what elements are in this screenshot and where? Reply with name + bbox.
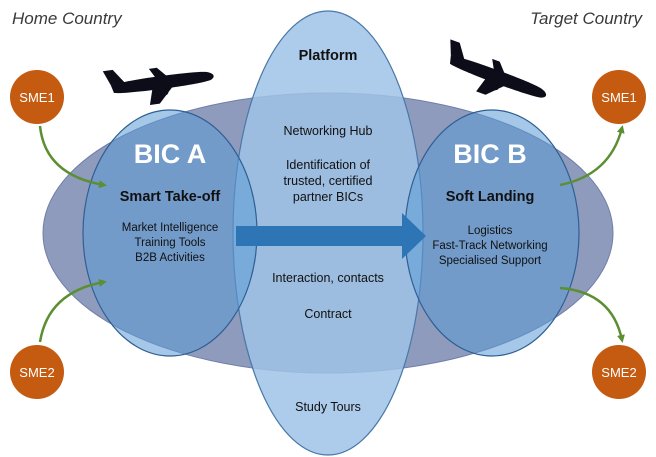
identification-line: Identification of bbox=[285, 158, 371, 172]
study-tours-label: Study Tours bbox=[295, 400, 361, 414]
service-item: Market Intelligence bbox=[121, 222, 219, 234]
bic-a-services: Market Intelligence Training Tools B2B A… bbox=[90, 221, 250, 266]
contract-label: Contract bbox=[304, 307, 352, 321]
service-item: Training Tools bbox=[134, 237, 206, 249]
bic-a-title: BIC A bbox=[133, 139, 207, 169]
bic-b-heading: Soft Landing bbox=[445, 189, 535, 205]
arrow-bic-b-to-sme2 bbox=[559, 286, 625, 343]
airplane-icon bbox=[102, 67, 214, 106]
service-item: Specialised Support bbox=[438, 255, 542, 267]
identification-line: partner BICs bbox=[292, 190, 364, 204]
flow-arrow bbox=[236, 213, 426, 259]
networking-hub-label: Networking Hub bbox=[283, 124, 373, 138]
sme2-home: SME2 bbox=[10, 345, 64, 399]
arrow-bic-b-to-sme1 bbox=[559, 125, 625, 187]
identification-text: Identification of trusted, certified par… bbox=[253, 157, 403, 205]
bic-a-heading: Smart Take-off bbox=[119, 189, 221, 205]
target-country-label: Target Country bbox=[530, 9, 642, 28]
service-item: Logistics bbox=[467, 225, 513, 237]
arrow-sme1-to-bic-a bbox=[38, 125, 107, 189]
identification-line: trusted, certified bbox=[283, 174, 373, 188]
sme1-home: SME1 bbox=[10, 70, 64, 124]
arrow-sme2-to-bic-a bbox=[38, 278, 107, 343]
home-country-label: Home Country bbox=[12, 9, 122, 28]
bic-b-services: Logistics Fast-Track Networking Speciali… bbox=[410, 224, 570, 269]
sme2-target: SME2 bbox=[592, 345, 646, 399]
interaction-label: Interaction, contacts bbox=[272, 271, 384, 285]
platform-title: Platform bbox=[298, 48, 358, 64]
airplane-icon bbox=[449, 39, 547, 98]
sme1-target: SME1 bbox=[592, 70, 646, 124]
bic-b-title: BIC B bbox=[453, 139, 527, 169]
service-item: Fast-Track Networking bbox=[432, 240, 548, 252]
service-item: B2B Activities bbox=[135, 252, 205, 264]
